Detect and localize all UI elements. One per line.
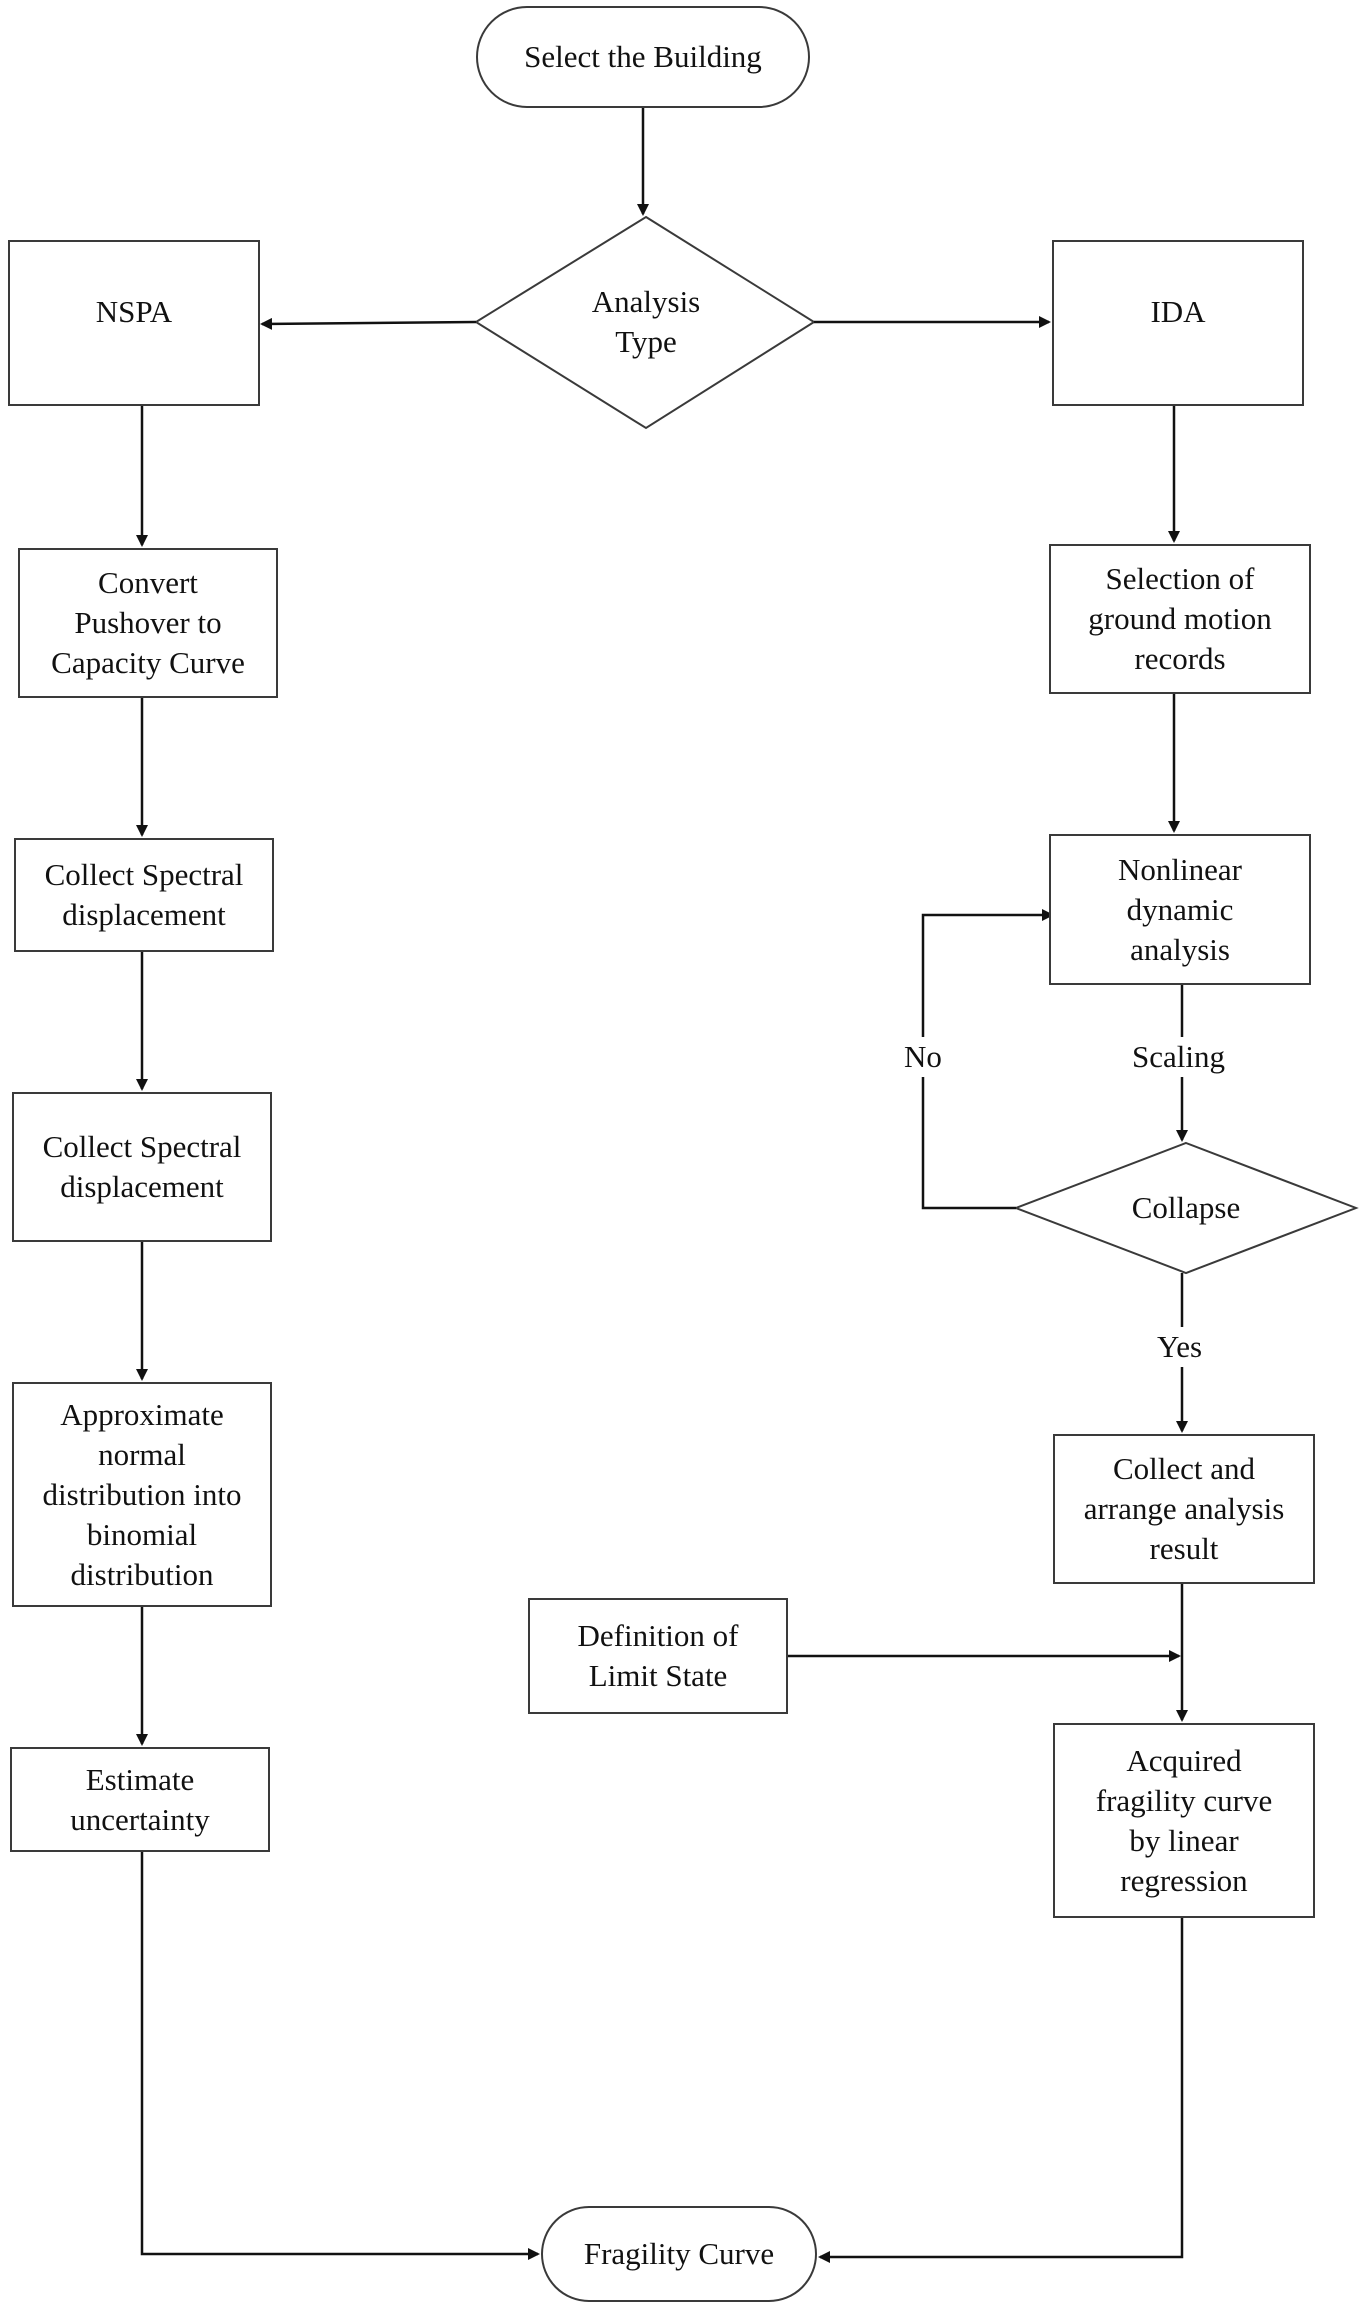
acquired-fragility-curve-box: Acquired fragility curve by linear regre… <box>1053 1723 1315 1918</box>
arrow-analysis-to-nspa <box>260 317 477 330</box>
selection-ground-motion-box: Selection of ground motion records <box>1049 544 1311 694</box>
collapse-label: Collapse <box>1131 1190 1241 1225</box>
edge-label-no: No <box>900 1037 946 1077</box>
analysis-type-diamond <box>474 215 816 430</box>
fragility-curve-terminal: Fragility Curve <box>541 2206 817 2302</box>
edge-label-yes: Yes <box>1153 1327 1207 1367</box>
arrow-acquired-to-fragility <box>818 1918 1184 2263</box>
start-terminal: Select the Building <box>476 6 810 108</box>
edge-label-scaling: Scaling <box>1128 1037 1229 1077</box>
collect-arrange-results-box: Collect and arrange analysis result <box>1053 1434 1315 1584</box>
approximate-distribution-box: Approximate normal distribution into bin… <box>12 1382 272 1607</box>
nonlinear-dynamic-analysis-box: Nonlinear dynamic analysis <box>1049 834 1311 985</box>
arrow-estimate-to-fragility <box>140 1852 540 2260</box>
estimate-uncertainty-box: Estimate uncertainty <box>10 1747 270 1852</box>
analysis-type-label: Analysis Type <box>591 284 701 359</box>
nspa-box: NSPA <box>8 240 260 406</box>
ida-box: IDA <box>1052 240 1304 406</box>
collect-spectral-displacement-box-1: Collect Spectral displacement <box>14 838 274 952</box>
collect-spectral-displacement-box-2: Collect Spectral displacement <box>12 1092 272 1242</box>
definition-limit-state-box: Definition of Limit State <box>528 1598 788 1714</box>
convert-pushover-box: Convert Pushover to Capacity Curve <box>18 548 278 698</box>
collapse-diamond <box>1013 1141 1359 1275</box>
